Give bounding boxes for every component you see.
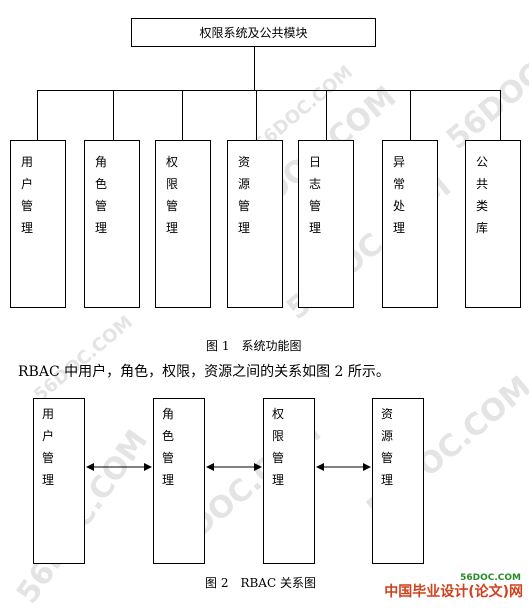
connector-vertical xyxy=(254,47,255,91)
site-watermark: 56DOC.COM xyxy=(460,573,521,583)
module-box-user: 用户管理 xyxy=(10,140,66,308)
rbac-node-user: 用户管理 xyxy=(33,398,85,564)
module-label: 权限管理 xyxy=(166,155,179,235)
connector-drop xyxy=(500,90,501,140)
figure2-caption: 图 2 RBAC 关系图 xyxy=(205,576,316,590)
module-label: 公共类库 xyxy=(476,155,489,235)
connector-drop xyxy=(182,90,183,140)
site-logo: 中国毕业设计(论文)网 xyxy=(384,584,523,600)
root-module-label: 权限系统及公共模块 xyxy=(199,26,308,40)
figure1-caption: 图 1 系统功能图 xyxy=(206,339,302,353)
module-box-permission: 权限管理 xyxy=(155,140,211,308)
module-box-exception: 异常处理 xyxy=(382,140,438,308)
rbac-node-label: 资源管理 xyxy=(381,407,394,487)
root-module-box: 权限系统及公共模块 xyxy=(131,18,376,47)
rbac-node-role: 角色管理 xyxy=(153,398,205,564)
connector-drop xyxy=(326,90,327,140)
module-box-common-lib: 公共类库 xyxy=(465,140,521,308)
module-label: 异常处理 xyxy=(393,155,406,235)
module-label: 资源管理 xyxy=(238,155,251,235)
connector-drop xyxy=(37,90,38,140)
rbac-node-label: 用户管理 xyxy=(42,407,55,487)
module-label: 日志管理 xyxy=(309,155,322,235)
module-box-role: 角色管理 xyxy=(84,140,140,308)
module-label: 用户管理 xyxy=(21,155,34,235)
rbac-node-label: 角色管理 xyxy=(162,407,175,487)
connector-horizontal xyxy=(37,90,501,91)
paragraph-text: RBAC 中用户，角色，权限，资源之间的关系如图 2 所示。 xyxy=(18,364,390,380)
connector-drop xyxy=(113,90,114,140)
module-label: 角色管理 xyxy=(95,155,108,235)
rbac-node-label: 权限管理 xyxy=(272,407,285,487)
rbac-node-resource: 资源管理 xyxy=(372,398,424,564)
connector-drop xyxy=(256,90,257,140)
module-box-resource: 资源管理 xyxy=(227,140,283,308)
connector-drop xyxy=(410,90,411,140)
rbac-node-permission: 权限管理 xyxy=(263,398,315,564)
module-box-log: 日志管理 xyxy=(298,140,354,308)
